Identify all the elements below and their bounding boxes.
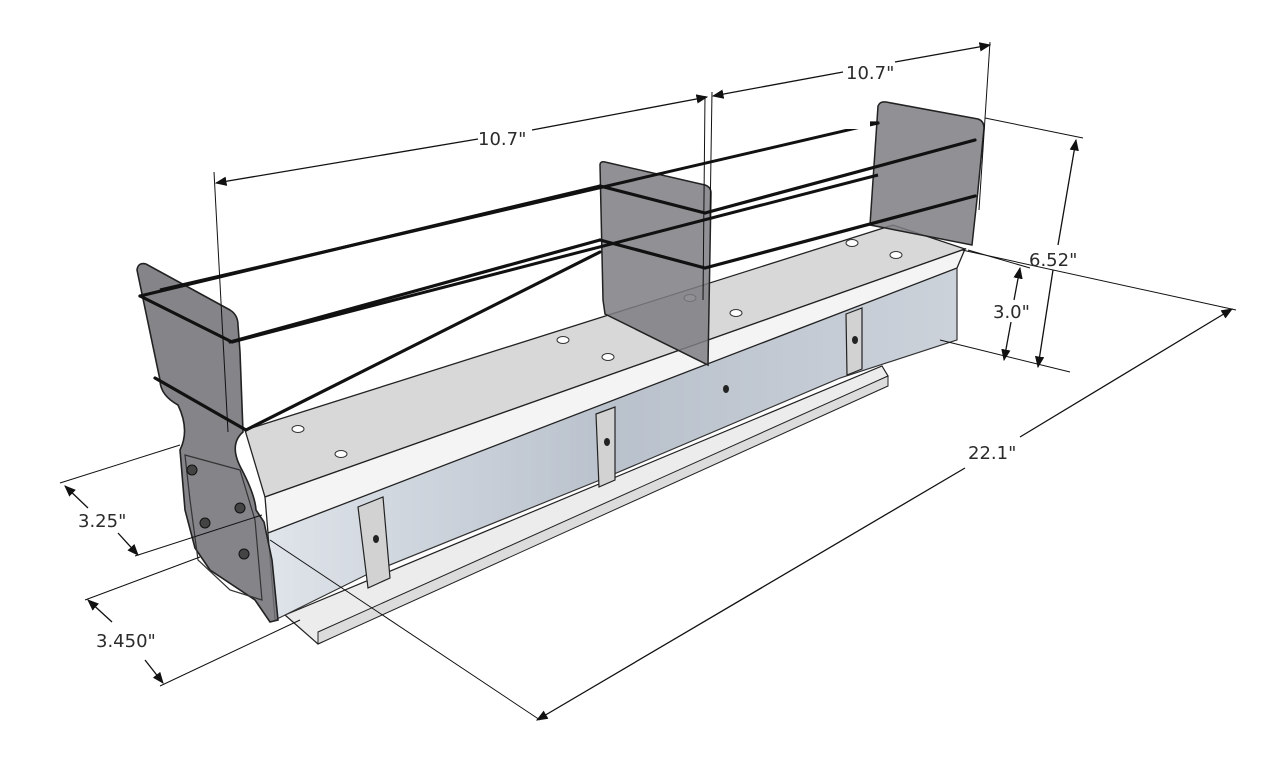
label-overall-height: 6.52" bbox=[1029, 250, 1077, 271]
label-base-height: 3.0" bbox=[993, 302, 1030, 323]
right-end-panel bbox=[869, 101, 985, 246]
label-overall-length: 22.1" bbox=[968, 443, 1016, 464]
base-plate-front bbox=[317, 375, 889, 645]
dimension-lines bbox=[59, 41, 1237, 721]
left-panel-bracket bbox=[184, 454, 263, 601]
label-left-section-length: 10.7" bbox=[478, 129, 526, 150]
left-end-panel bbox=[136, 262, 279, 623]
left-panel-screws bbox=[186, 464, 250, 560]
label-width-top: 3.25" bbox=[78, 511, 126, 532]
label-width-base: 3.450" bbox=[96, 631, 156, 652]
center-divider-panel bbox=[599, 161, 712, 367]
dimension-labels: 10.7" 10.7" 6.52" 3.0" 22.1" 3.25" 3.450… bbox=[78, 63, 1077, 652]
rack-body bbox=[136, 101, 985, 645]
bracket-holes bbox=[373, 336, 858, 543]
label-right-section-length: 10.7" bbox=[846, 63, 894, 84]
tray-front-edge bbox=[264, 247, 967, 534]
top-rails bbox=[159, 121, 879, 344]
